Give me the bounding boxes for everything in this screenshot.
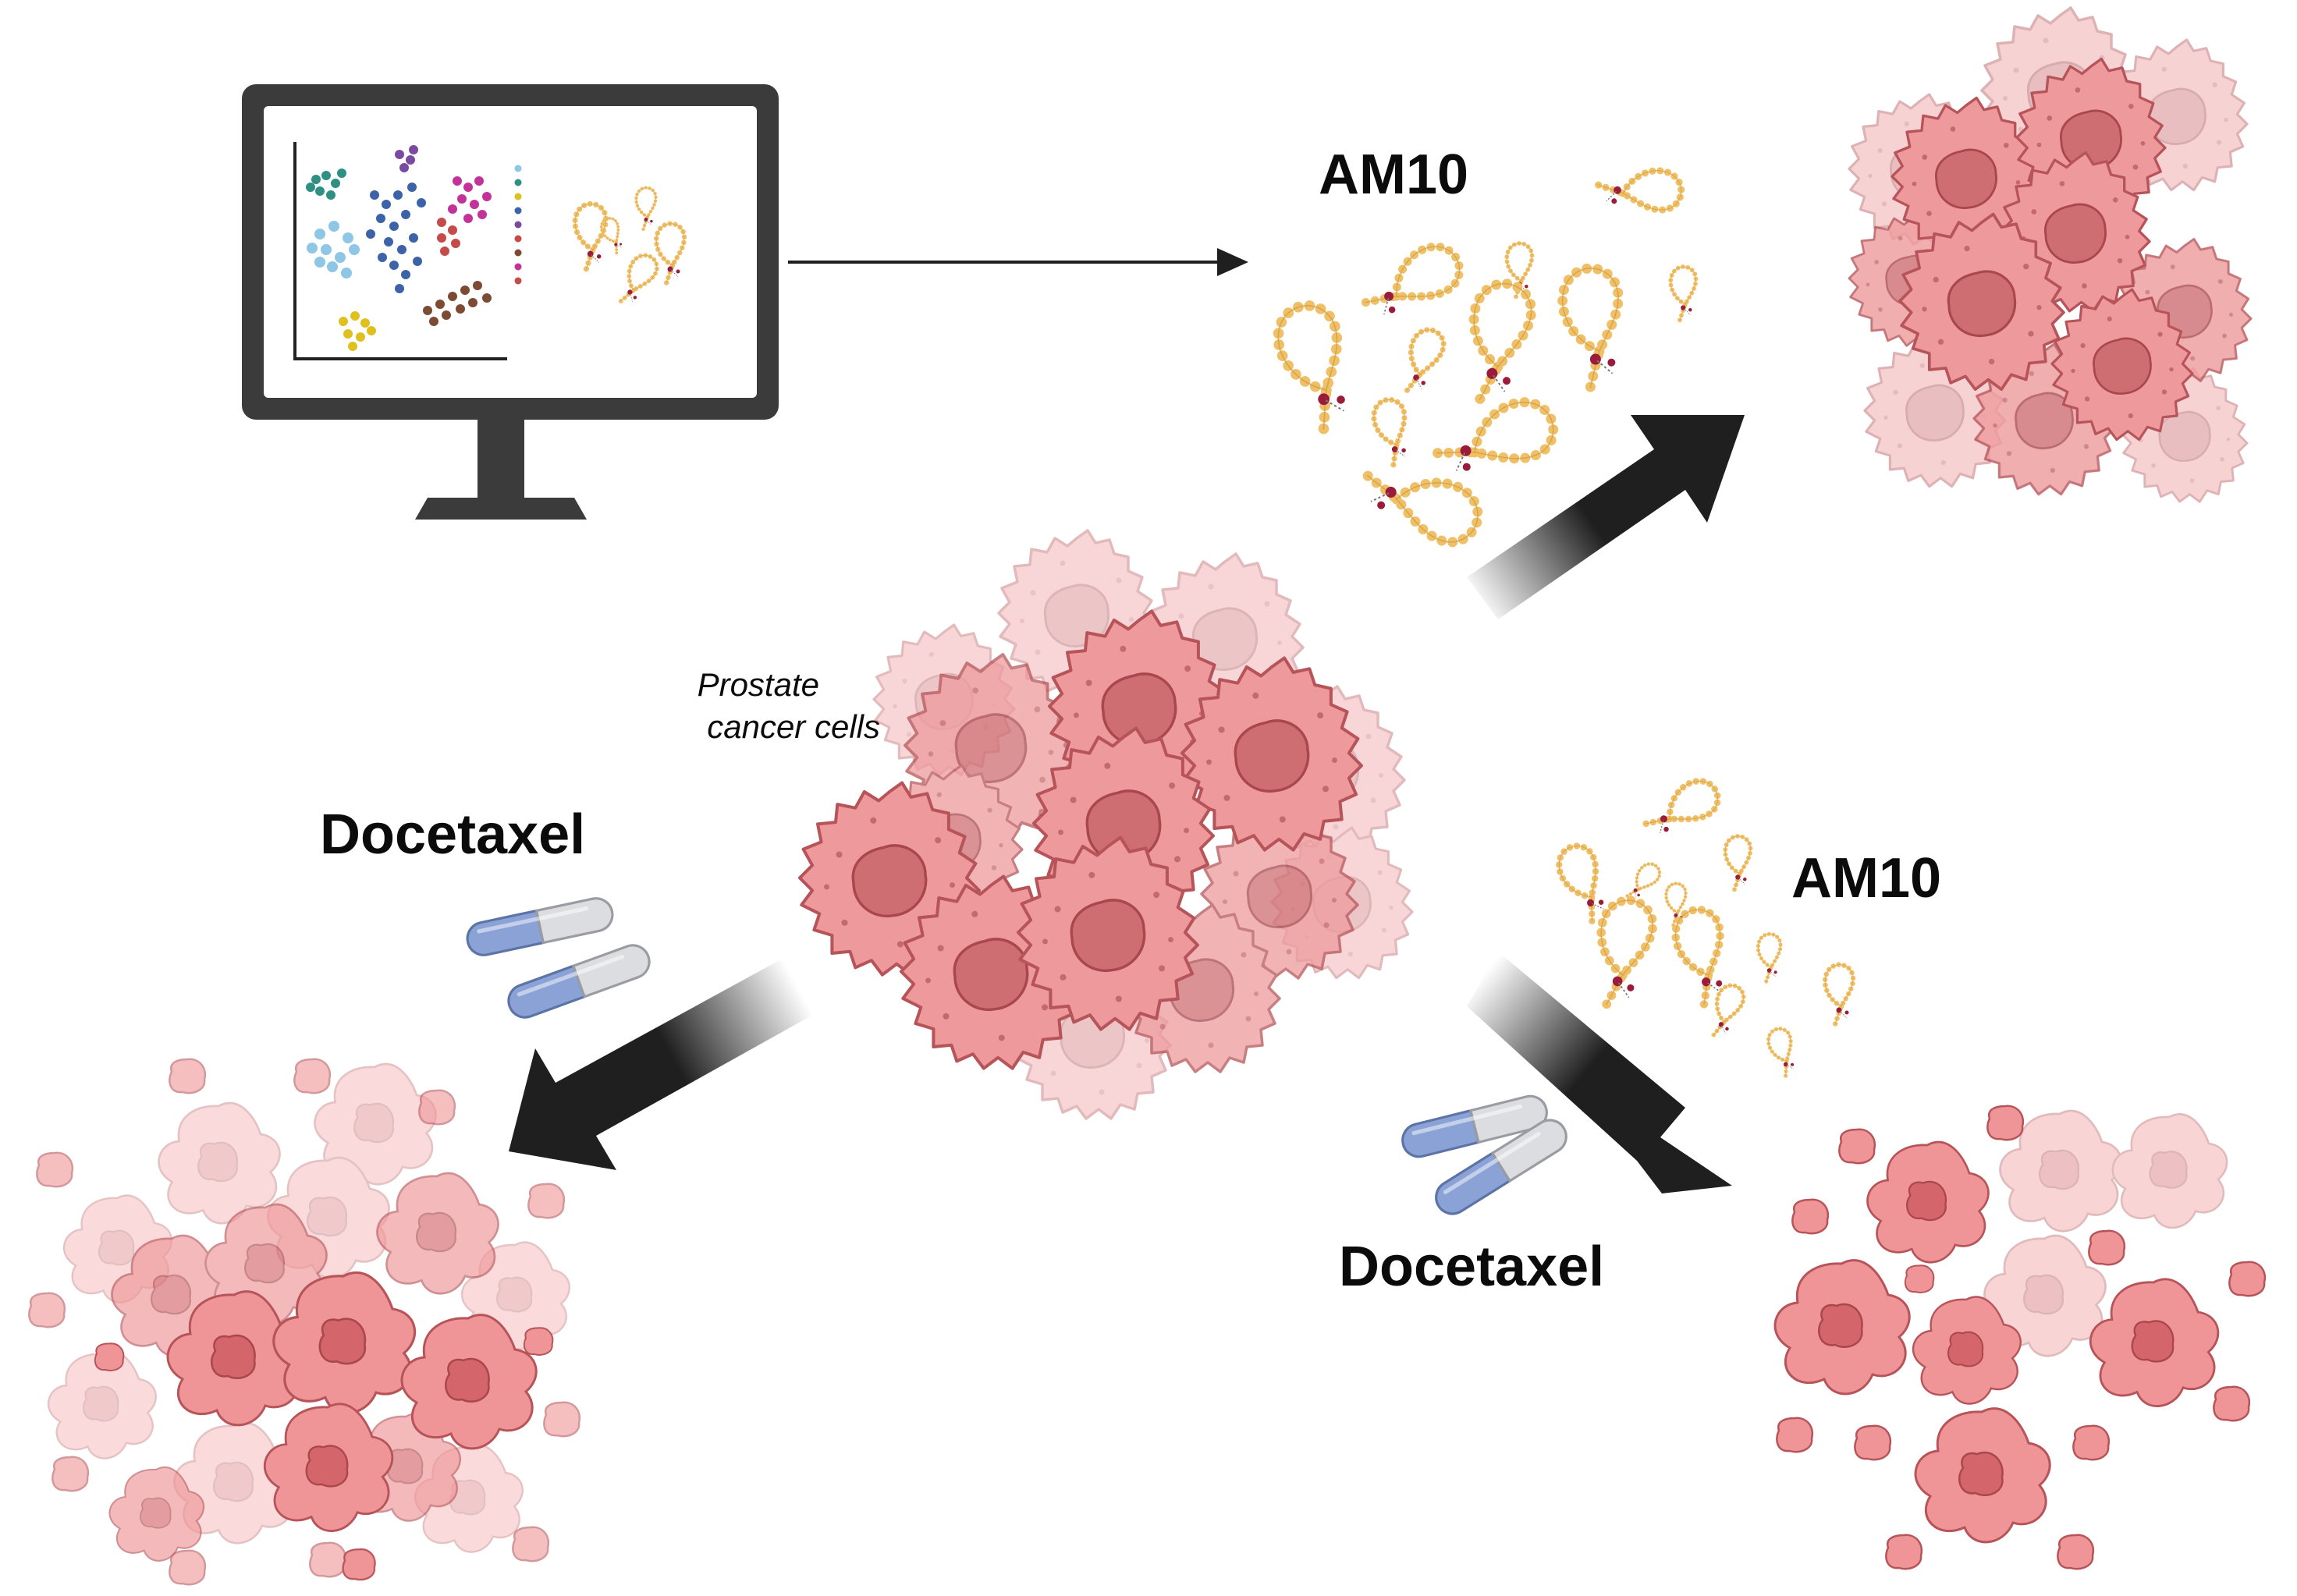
docetaxel-right-label: Docetaxel bbox=[1339, 1236, 1604, 1298]
cluster-plot bbox=[306, 145, 684, 351]
cancer-cell-cluster-top-right bbox=[1848, 6, 2253, 503]
am10-top-label: AM10 bbox=[1319, 144, 1468, 206]
pill-icon-right bbox=[1399, 1093, 1572, 1220]
prostate-label-line1: Prostate bbox=[698, 666, 819, 703]
monitor-icon bbox=[242, 84, 779, 520]
docetaxel-left-label: Docetaxel bbox=[320, 803, 585, 866]
apoptotic-cluster-left bbox=[28, 1058, 581, 1586]
am10-right-label: AM10 bbox=[1791, 847, 1941, 910]
arrow-icon-down-left bbox=[509, 956, 811, 1170]
peptide-group-right bbox=[1553, 774, 1853, 1078]
apoptotic-cluster-right bbox=[1773, 1105, 2267, 1570]
cancer-cell-cluster-center bbox=[800, 529, 1414, 1120]
arrow-icon-down-right bbox=[1467, 952, 1732, 1193]
arrow-icon-up-right bbox=[1467, 415, 1745, 619]
computational-arrow bbox=[788, 248, 1248, 276]
prostate-label-line2: cancer cells bbox=[707, 708, 880, 745]
pill-icon-left bbox=[464, 896, 654, 1022]
